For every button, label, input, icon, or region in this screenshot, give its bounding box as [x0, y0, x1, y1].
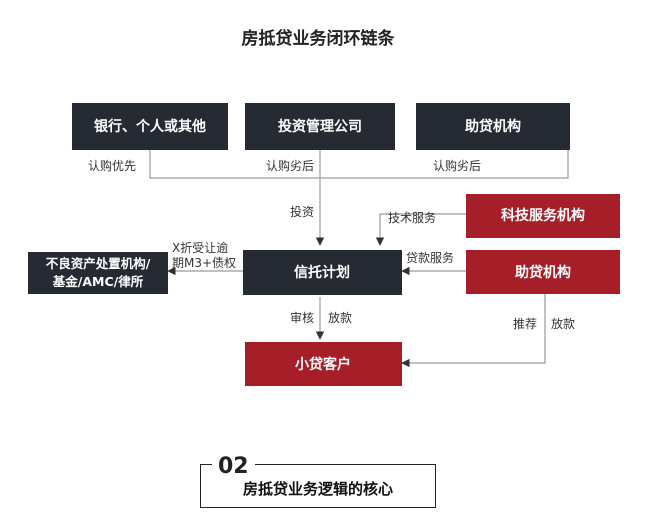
- label-invest: 投资: [290, 204, 314, 219]
- bank-box-label: 银行、个人或其他: [94, 118, 206, 135]
- loan-agency-box: [466, 250, 620, 294]
- trust-plan-box-label: 信托计划: [294, 264, 350, 281]
- invest-company-box-label: 投资管理公司: [278, 118, 362, 135]
- invest-company-box: [245, 103, 395, 150]
- disposal-box: [28, 252, 168, 294]
- loan-agency-top-box: [416, 103, 570, 150]
- loan-agency-top-box-label: 助贷机构: [465, 118, 521, 135]
- footer-number: 02: [212, 454, 255, 479]
- flow-diagram: 房抵贷业务闭环链条 银行、个人或其他 投资管理公司 助贷机构 科技服务机构 不良…: [28, 28, 620, 386]
- loan-agency-box-label: 助贷机构: [515, 264, 571, 281]
- diagram-title: 房抵贷业务闭环链条: [242, 28, 396, 49]
- label-discount-transfer-1: X折受让逾: [172, 240, 228, 255]
- label-lend-2: 放款: [551, 316, 575, 331]
- client-box: [245, 342, 402, 386]
- disposal-box-label-line1: 不良资产处置机构/: [46, 256, 151, 271]
- footer-caption: 房抵贷业务逻辑的核心: [242, 480, 393, 498]
- label-recommend: 推荐: [513, 317, 537, 331]
- connectors: [149, 150, 569, 368]
- label-lend-1: 放款: [328, 310, 352, 325]
- label-loan-service: 贷款服务: [406, 250, 454, 265]
- tech-service-box-label: 科技服务机构: [501, 207, 585, 224]
- label-discount-transfer-2: 期M3+债权: [172, 256, 236, 270]
- label-priority-sub: 认购优先: [88, 158, 136, 173]
- trust-plan-box: [243, 250, 402, 295]
- recommend-arrow: [401, 294, 546, 368]
- tech-service-box: [466, 194, 620, 238]
- label-inferior-sub-2: 认购劣后: [433, 158, 481, 173]
- tech-service-arrow: [375, 213, 466, 246]
- disposal-box-label-line2: 基金/AMC/律所: [52, 274, 144, 289]
- client-box-label: 小贷客户: [295, 356, 351, 373]
- label-tech-service: 技术服务: [388, 210, 436, 225]
- label-review: 审核: [290, 310, 314, 325]
- footer-frame: [200, 464, 436, 508]
- label-inferior-sub-1: 认购劣后: [266, 158, 314, 173]
- bank-box: [72, 103, 228, 150]
- subscription-line: [149, 150, 569, 179]
